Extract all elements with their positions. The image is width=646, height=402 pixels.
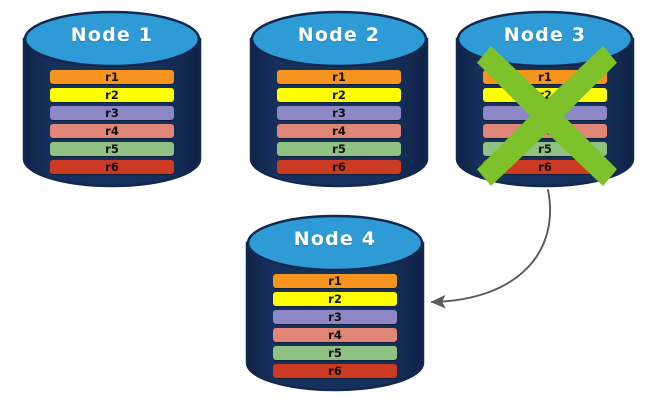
node-4-row-r5[interactable]: r5 bbox=[273, 346, 397, 360]
node-4-rows: r1 r2 r3 r4 r5 r6 bbox=[273, 274, 397, 378]
node-3-row-r3[interactable]: r3 bbox=[483, 106, 607, 120]
node-1-row-r3[interactable]: r3 bbox=[50, 106, 174, 120]
node-1-row-r4[interactable]: r4 bbox=[50, 124, 174, 138]
node-4-row-r6[interactable]: r6 bbox=[273, 364, 397, 378]
node-3-row-r2[interactable]: r2 bbox=[483, 88, 607, 102]
node-3-rows: r1 r2 r3 r4 r5 r6 bbox=[483, 70, 607, 174]
node-1-row-r5[interactable]: r5 bbox=[50, 142, 174, 156]
node-2-row-r1[interactable]: r1 bbox=[277, 70, 401, 84]
node-3-row-r5[interactable]: r5 bbox=[483, 142, 607, 156]
node-2-row-r4[interactable]: r4 bbox=[277, 124, 401, 138]
node-4-row-r2[interactable]: r2 bbox=[273, 292, 397, 306]
node-1-row-r1[interactable]: r1 bbox=[50, 70, 174, 84]
node-3-row-r1[interactable]: r1 bbox=[483, 70, 607, 84]
cylinder-top bbox=[23, 10, 201, 68]
node-1-row-r6[interactable]: r6 bbox=[50, 160, 174, 174]
node-3-row-r6[interactable]: r6 bbox=[483, 160, 607, 174]
node-2-rows: r1 r2 r3 r4 r5 r6 bbox=[277, 70, 401, 174]
failover-arrow-path bbox=[430, 189, 551, 309]
node-4-row-r4[interactable]: r4 bbox=[273, 328, 397, 342]
node-4-row-r1[interactable]: r1 bbox=[273, 274, 397, 288]
node-1-rows: r1 r2 r3 r4 r5 r6 bbox=[50, 70, 174, 174]
node-1-row-r2[interactable]: r2 bbox=[50, 88, 174, 102]
node-2-row-r2[interactable]: r2 bbox=[277, 88, 401, 102]
node-3-row-r4[interactable]: r4 bbox=[483, 124, 607, 138]
node-2-row-r3[interactable]: r3 bbox=[277, 106, 401, 120]
node-2-row-r6[interactable]: r6 bbox=[277, 160, 401, 174]
node-4-row-r3[interactable]: r3 bbox=[273, 310, 397, 324]
cylinder-top bbox=[250, 10, 428, 68]
cylinder-top bbox=[456, 10, 634, 68]
cylinder-top bbox=[246, 214, 424, 272]
node-2-row-r5[interactable]: r5 bbox=[277, 142, 401, 156]
